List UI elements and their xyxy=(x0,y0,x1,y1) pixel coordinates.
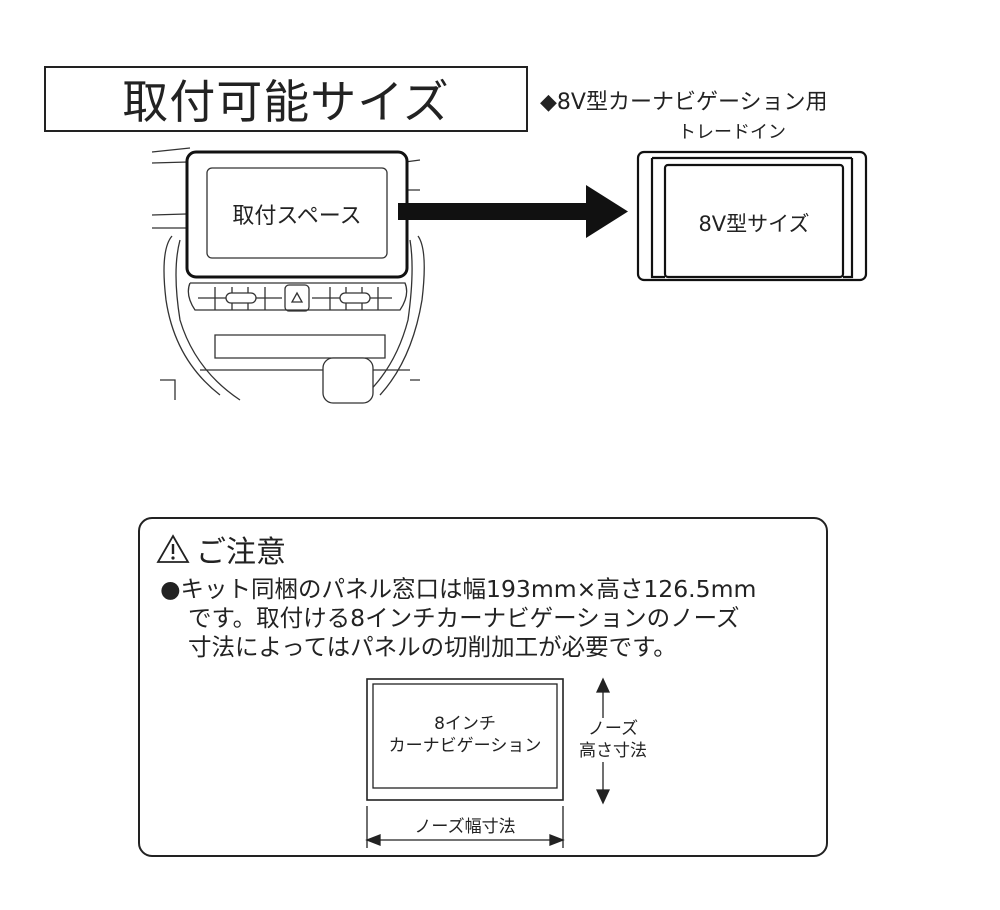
width-arrow xyxy=(365,806,565,848)
install-space-screen xyxy=(185,150,409,279)
notice-line-2: です。取付ける8インチカーナビゲーションのノーズ xyxy=(188,604,740,632)
tradein-frame xyxy=(636,150,868,282)
height-label: ノーズ 高さ寸法 xyxy=(568,718,658,762)
arrow-right-icon xyxy=(398,185,628,238)
notice-line-1: ●キット同梱のパネル窓口は幅193mm×高さ126.5mm xyxy=(160,575,757,603)
nav-outline xyxy=(366,678,564,801)
dashboard-illustration xyxy=(151,147,425,404)
notice-box xyxy=(138,517,828,857)
nav-label-line-1: 8インチ xyxy=(434,714,496,734)
subtitle-tradein: トレードイン xyxy=(678,122,786,143)
width-label: ノーズ幅寸法 xyxy=(414,817,516,837)
page-title: 取付可能サイズ xyxy=(44,66,528,132)
nav-label-line-2: カーナビゲーション xyxy=(388,736,542,756)
subtitle: ◆8V型カーナビゲーション用 xyxy=(540,90,828,115)
notice-line-3: 寸法によってはパネルの切削加工が必要です。 xyxy=(188,633,677,661)
warning-icon xyxy=(156,534,190,563)
tradein-size-label: 8V型サイズ xyxy=(698,212,810,236)
nav-screen xyxy=(372,683,558,789)
height-label-line-2: 高さ寸法 xyxy=(579,740,647,762)
height-label-line-1: ノーズ xyxy=(587,718,639,740)
nav-label: 8インチ カーナビゲーション xyxy=(373,713,557,757)
notice-heading-text: ご注意 xyxy=(196,535,286,570)
notice-heading: ご注意 xyxy=(156,527,286,571)
install-space-label: 取付スペース xyxy=(232,204,362,229)
